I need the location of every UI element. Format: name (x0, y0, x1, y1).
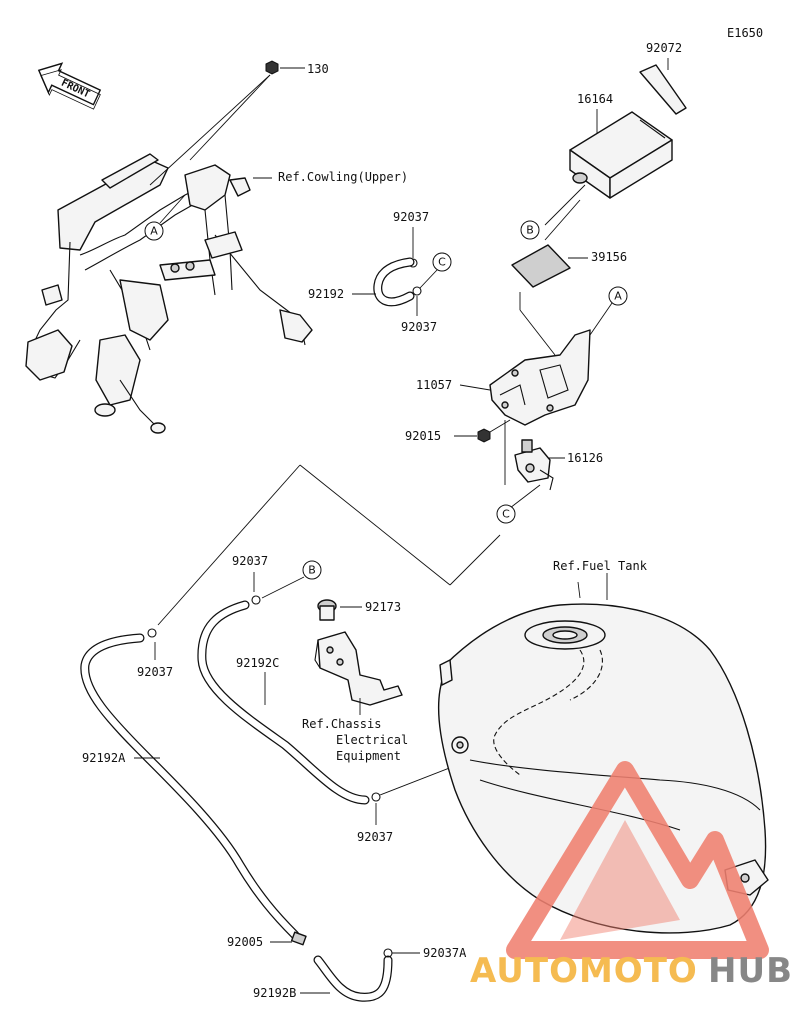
callout-b-lower-text: B (308, 564, 316, 577)
front-arrow-icon: FRONT (37, 62, 102, 110)
label-92192A: 92192A (82, 751, 126, 765)
label-92037-upper: 92037 (393, 210, 429, 224)
nut-92015-icon (477, 428, 491, 443)
chassis-bracket (314, 631, 403, 706)
label-plate-39156 (511, 244, 571, 288)
bracket-11057 (489, 329, 591, 426)
label-16164: 16164 (577, 92, 613, 106)
label-16126: 16126 (567, 451, 603, 465)
ref-chassis-line2: Electrical (336, 733, 408, 747)
hose-92192C (198, 601, 369, 804)
callout-b-upper-text: B (526, 224, 534, 237)
ref-chassis-line3: Equipment (336, 749, 401, 763)
fitting-92005 (290, 931, 307, 946)
callout-a-left (144, 221, 164, 241)
frame-bracket-illustration (25, 153, 313, 434)
label-92037-b-side: 92037 (232, 554, 268, 568)
callout-c-lower (496, 504, 516, 524)
callout-a-right-text: A (614, 290, 622, 303)
label-92173: 92173 (365, 600, 401, 614)
watermark-part1: AUTOMOTO (470, 951, 698, 991)
label-92192C: 92192C (236, 656, 279, 670)
ref-chassis-line1: Ref.Chassis (302, 717, 381, 731)
callout-a-right (608, 286, 628, 306)
label-92037A: 92037A (423, 946, 467, 960)
label-39156: 39156 (591, 250, 627, 264)
label-130: 130 (307, 62, 329, 76)
label-92005: 92005 (227, 935, 263, 949)
fuel-tank (437, 603, 769, 934)
fitting-92173 (317, 599, 337, 621)
watermark-part2: HUB (708, 951, 793, 991)
label-92037-hose-c: 92037 (357, 830, 393, 844)
label-92037-lower: 92037 (401, 320, 437, 334)
callout-c-upper-text: C (438, 256, 446, 269)
diagram-code: E1650 (727, 26, 763, 40)
label-92192: 92192 (308, 287, 344, 301)
ref-cowling-upper: Ref.Cowling(Upper) (278, 170, 408, 184)
callout-a-left-text: A (150, 225, 158, 238)
callout-c-upper (432, 252, 452, 272)
label-92037-hose-a: 92037 (137, 665, 173, 679)
bolt-130-icon (265, 60, 279, 75)
hose-92192A (81, 634, 299, 939)
strap-92072 (639, 64, 687, 115)
hose-92192B (314, 956, 392, 1001)
label-92192B: 92192B (253, 986, 296, 1000)
ref-fuel-tank: Ref.Fuel Tank (553, 559, 648, 573)
automotohub-logo: AUTOMOTO HUB (470, 761, 793, 991)
label-92072: 92072 (646, 41, 682, 55)
label-11057: 11057 (416, 378, 452, 392)
callout-b-lower (302, 560, 322, 580)
hose-92192 (374, 258, 414, 305)
callout-c-lower-text: C (502, 508, 510, 521)
canister-16164 (569, 111, 673, 199)
valve-16126 (514, 439, 554, 491)
label-92015: 92015 (405, 429, 441, 443)
callout-b-upper (520, 220, 540, 240)
